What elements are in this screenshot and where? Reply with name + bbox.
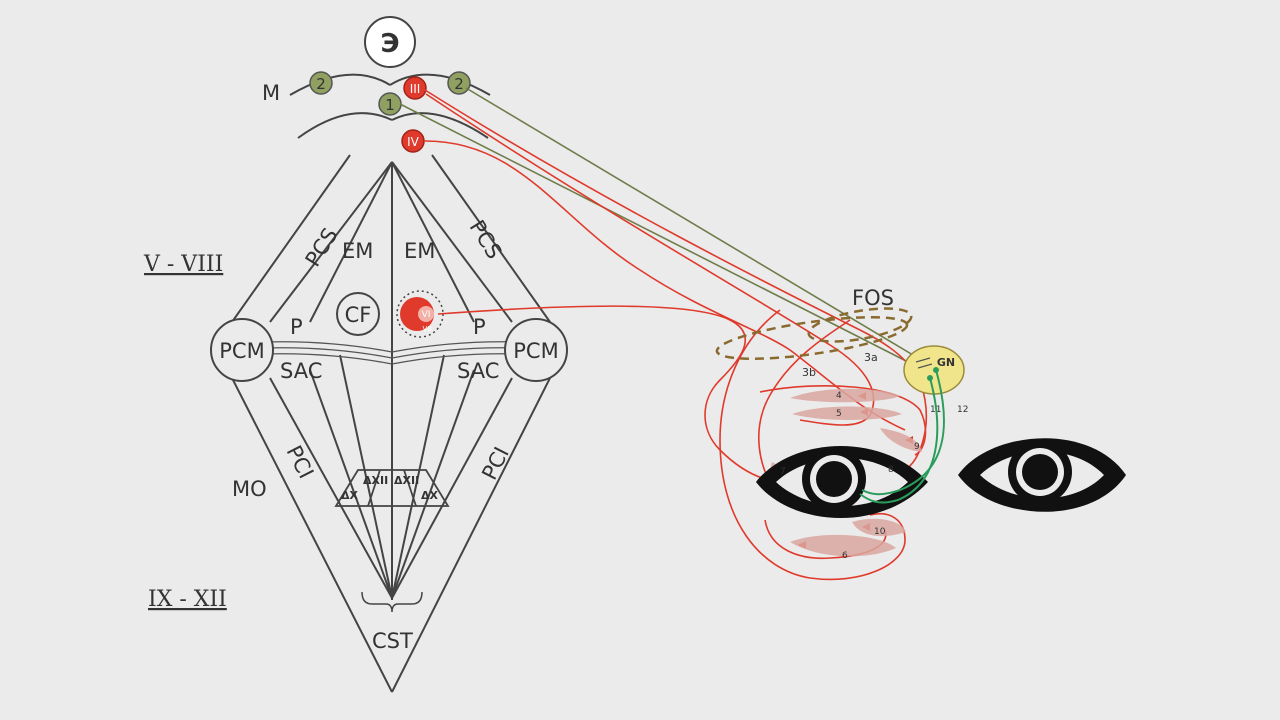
svg-text:PCM: PCM: [219, 339, 264, 363]
range-upper: V - VIII: [143, 252, 223, 277]
brainstem-outline: [231, 154, 551, 693]
label-sac-right: SAC: [457, 359, 499, 383]
label-mo: MO: [232, 477, 267, 501]
nucleus-3: III: [403, 76, 427, 100]
vagal-hypoglossal-nuclei: [334, 469, 450, 507]
ganglion-gn: GN: [903, 345, 965, 395]
midbrain-arches: [289, 73, 491, 139]
label-pci-right: PCI: [477, 443, 514, 484]
label-pci-left: PCI: [282, 442, 319, 483]
top-symbol: Э: [380, 29, 399, 59]
svg-text:VI: VI: [422, 310, 431, 320]
red-fibers: [423, 89, 928, 581]
svg-text:CF: CF: [345, 303, 372, 327]
label-dx-left: ΔX: [341, 489, 359, 502]
svg-text:2: 2: [454, 75, 464, 93]
svg-text:1: 1: [385, 96, 395, 114]
svg-text:3b: 3b: [802, 366, 816, 379]
svg-text:IV: IV: [407, 135, 420, 149]
svg-text:6: 6: [842, 551, 848, 561]
range-lower: IX - XII: [148, 587, 227, 612]
label-em-right: EM: [404, 239, 435, 263]
svg-text:4: 4: [836, 391, 842, 401]
top-symbol-circle: Э: [364, 16, 416, 68]
label-p-left: P: [290, 315, 303, 339]
svg-text:V - VIII: V - VIII: [143, 252, 223, 277]
label-pcs-right: PCS: [465, 216, 507, 263]
svg-text:2: 2: [316, 75, 326, 93]
label-sac-left: SAC: [280, 359, 322, 383]
label-p-right: P: [473, 315, 486, 339]
svg-text:12: 12: [957, 405, 968, 415]
svg-text:5: 5: [836, 409, 842, 419]
green-fibers: [859, 369, 945, 504]
nucleus-4: IV: [401, 129, 425, 153]
pcm-right: PCM: [504, 318, 568, 382]
cst-bracket: [361, 591, 423, 613]
nucleus-6-7: VI VII: [396, 290, 444, 338]
nucleus-2-left: 2: [309, 71, 333, 95]
svg-text:10: 10: [874, 527, 886, 537]
label-dxii-right: ΔXII: [394, 474, 419, 487]
svg-text:III: III: [410, 82, 421, 96]
label-dx-right: ΔX: [421, 489, 439, 502]
label-pcs-left: PCS: [301, 224, 343, 271]
svg-text:VII: VII: [423, 325, 432, 333]
svg-text:8: 8: [888, 465, 894, 475]
svg-text:PCM: PCM: [513, 339, 558, 363]
label-fos: FOS: [852, 286, 894, 310]
label-em-left: EM: [342, 239, 373, 263]
svg-text:GN: GN: [937, 356, 955, 369]
right-eye-icon: [958, 438, 1126, 512]
label-cst: CST: [372, 629, 413, 653]
svg-text:IX - XII: IX - XII: [148, 587, 227, 612]
svg-text:7: 7: [780, 467, 786, 477]
nucleus-2-right: 2: [447, 71, 471, 95]
svg-text:9: 9: [914, 442, 920, 452]
label-dxii-left: ΔXII: [363, 474, 388, 487]
nucleus-1: 1: [378, 92, 402, 116]
pcm-left: PCM: [210, 318, 274, 382]
left-eye-icon: [756, 445, 928, 519]
label-m: M: [262, 81, 280, 105]
fos-region: [715, 307, 913, 360]
cf-circle: CF: [336, 292, 380, 336]
svg-text:3a: 3a: [864, 351, 878, 364]
